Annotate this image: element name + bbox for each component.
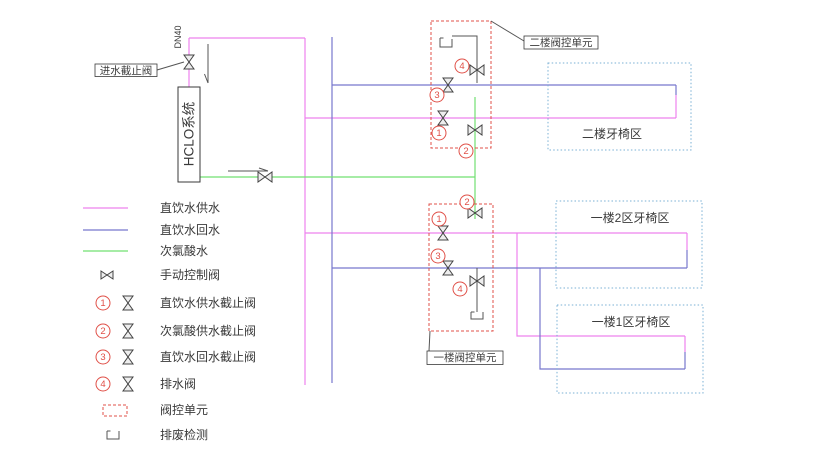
inlet-pipe-size-label: DN40 bbox=[173, 25, 183, 48]
zone-floor1-area1-box bbox=[556, 304, 704, 394]
legend-supply-label: 直饮水供水 bbox=[160, 201, 220, 215]
zone-floor1-area2-label: 一楼2区牙椅区 bbox=[591, 210, 670, 225]
svg-text:4: 4 bbox=[100, 379, 105, 390]
hclo-system: HCLO系统 DN40 bbox=[173, 25, 201, 183]
flow-arrows bbox=[204, 44, 269, 172]
pipe-supply-zone1-branch bbox=[516, 233, 685, 337]
svg-text:4: 4 bbox=[459, 61, 464, 72]
zone-floor2-label: 二楼牙椅区 bbox=[582, 126, 642, 141]
legend-valve3-label: 直饮水回水截止阀 bbox=[160, 350, 256, 364]
legend-waste-detect-icon bbox=[106, 430, 120, 440]
floor2-badge-4: 4 bbox=[454, 58, 470, 74]
inlet-valve-label: 进水截止阀 bbox=[100, 64, 153, 77]
pipes bbox=[188, 37, 688, 385]
legend-valve3-icon bbox=[122, 349, 134, 365]
down-flow-arrow bbox=[204, 44, 209, 84]
leader-line bbox=[490, 20, 525, 42]
legend-badge-4: 4 bbox=[95, 376, 134, 392]
floor1-valve4-icon bbox=[469, 275, 485, 287]
legend: 直饮水供水 直饮水回水 次氯酸水 手动控制阀 1 直饮水供水截止阀 2 次氯酸供… bbox=[83, 201, 256, 442]
floor1-badge-4: 4 bbox=[452, 281, 468, 297]
floor1-valve3-icon bbox=[442, 260, 454, 276]
inlet-valve-callout: 进水截止阀 bbox=[94, 61, 185, 77]
svg-text:4: 4 bbox=[457, 284, 462, 295]
inlet-valve-label-box bbox=[94, 63, 158, 77]
floor2-badge-2: 2 bbox=[458, 143, 474, 159]
legend-valve4-icon bbox=[122, 376, 134, 392]
valve-number-badges: 4 3 1 2 2 1 3 4 bbox=[429, 58, 475, 297]
floor2-valve4-icon bbox=[469, 64, 485, 76]
hclo-system-box bbox=[177, 86, 201, 183]
valves bbox=[183, 54, 485, 287]
legend-badge-1: 1 bbox=[95, 295, 134, 311]
right-flow-arrow bbox=[228, 167, 269, 172]
floor2-unit-callout: 二楼阀控单元 bbox=[490, 20, 599, 50]
floor1-badge-3: 3 bbox=[430, 248, 446, 264]
floor2-badge-3: 3 bbox=[429, 87, 445, 103]
legend-valve2-icon bbox=[122, 323, 134, 339]
legend-valve-unit-label: 阀控单元 bbox=[160, 403, 208, 417]
svg-text:2: 2 bbox=[100, 326, 105, 337]
floor1-valve2-icon bbox=[467, 207, 483, 219]
floor1-badge-1: 1 bbox=[431, 211, 447, 227]
zone-floor2-box bbox=[547, 62, 692, 151]
floor2-unit-label-box bbox=[523, 35, 599, 50]
leader-line bbox=[428, 330, 431, 352]
svg-text:3: 3 bbox=[100, 352, 105, 363]
floor2-valve1-icon bbox=[437, 110, 449, 126]
zone-floor1-area2-box bbox=[555, 200, 703, 289]
legend-valve-unit-icon bbox=[102, 404, 128, 417]
floor1-unit-label: 一楼阀控单元 bbox=[434, 351, 497, 364]
floor2-valve2-icon bbox=[467, 124, 483, 136]
pipe-return-zone1-branch bbox=[539, 268, 685, 370]
floor2-badge-1: 1 bbox=[431, 125, 447, 141]
legend-valve1-label: 直饮水供水截止阀 bbox=[160, 296, 256, 310]
chair-zones bbox=[547, 62, 704, 394]
svg-text:1: 1 bbox=[436, 128, 441, 139]
svg-text:2: 2 bbox=[463, 146, 468, 157]
legend-waste-detect-label: 排废检测 bbox=[160, 427, 208, 442]
svg-text:1: 1 bbox=[100, 298, 105, 309]
svg-text:3: 3 bbox=[435, 251, 440, 262]
leader-line bbox=[156, 61, 185, 71]
floor2-waste-detect-icon bbox=[439, 37, 453, 48]
svg-text:2: 2 bbox=[464, 197, 469, 208]
legend-manual-valve-icon bbox=[100, 270, 114, 280]
floor2-valve3-icon bbox=[442, 77, 454, 93]
legend-valve2-label: 次氯酸供水截止阀 bbox=[160, 323, 256, 338]
legend-hclo-label: 次氯酸水 bbox=[160, 243, 208, 258]
floor1-valve1-icon bbox=[437, 225, 449, 241]
legend-manual-valve-label: 手动控制阀 bbox=[160, 268, 220, 282]
floor2-unit-label: 二楼阀控单元 bbox=[530, 36, 593, 49]
manual-control-valve-icon bbox=[257, 171, 273, 183]
legend-valve4-label: 排水阀 bbox=[160, 377, 196, 391]
drain-lines bbox=[439, 35, 484, 320]
legend-valve1-icon bbox=[122, 295, 134, 311]
legend-return-label: 直饮水回水 bbox=[160, 223, 220, 237]
floor1-unit-label-box bbox=[426, 350, 504, 365]
inlet-shutoff-valve-icon bbox=[183, 54, 195, 70]
svg-text:1: 1 bbox=[436, 214, 441, 225]
floor2-drain-pipe bbox=[452, 35, 478, 83]
hclo-system-label: HCLO系统 bbox=[182, 102, 197, 167]
floor1-badge-2: 2 bbox=[459, 194, 475, 210]
legend-badge-2: 2 bbox=[95, 323, 134, 339]
floor1-unit-callout: 一楼阀控单元 bbox=[426, 330, 504, 365]
svg-text:3: 3 bbox=[434, 90, 439, 101]
floor1-waste-detect-icon bbox=[470, 311, 484, 320]
zone-floor1-area1-label: 一楼1区牙椅区 bbox=[592, 314, 671, 329]
legend-badge-3: 3 bbox=[95, 349, 134, 365]
